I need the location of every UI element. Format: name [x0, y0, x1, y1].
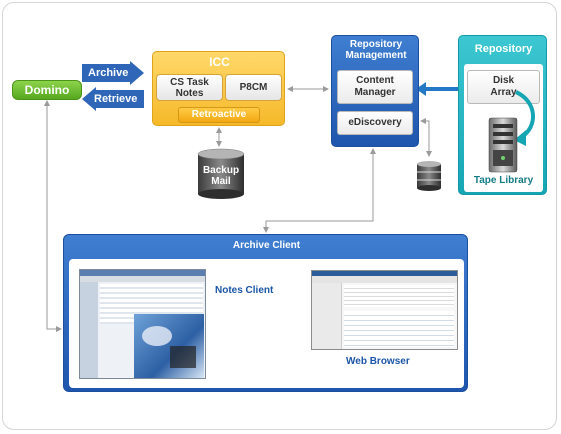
disk-to-tape-arrow: [514, 90, 535, 146]
backup-mail-database-icon: [197, 148, 245, 199]
ediscovery-to-db-line: [420, 118, 432, 157]
notes-client-label: Notes Client: [215, 285, 274, 296]
domino-to-archive-client-line: [44, 100, 62, 332]
archive-client-title: Archive Client: [232, 240, 301, 251]
repository-management-box: Repository Management Content Manager eD…: [331, 35, 419, 147]
ediscovery-database-icon: [417, 161, 441, 191]
notes-client-screenshot: [79, 269, 206, 379]
repository-title: Repository: [474, 43, 533, 55]
tape-library-icon: [488, 117, 518, 173]
retrieve-arrow: [82, 87, 144, 111]
web-browser-screenshot: [311, 270, 458, 350]
ediscovery-box: eDiscovery: [337, 111, 413, 135]
archive-arrow: [82, 61, 144, 85]
web-browser-label: Web Browser: [346, 356, 410, 367]
ediscovery-to-archive-client-line: [263, 148, 376, 233]
archive-client-box: Archive Client Notes Client Web Browser: [63, 234, 468, 392]
archive-label: Archive: [88, 67, 129, 79]
repository-box: Repository Disk Array Tape Library: [458, 35, 547, 195]
icc-box: ICC CS Task Notes P8CM Retroactive: [152, 51, 285, 126]
content-manager-box: Content Manager: [337, 70, 413, 104]
archive-client-inner-panel: Notes Client Web Browser: [69, 259, 464, 388]
retroactive-box: Retroactive: [178, 107, 260, 123]
cs-task-notes-box: CS Task Notes: [156, 74, 223, 101]
backup-mail-label: Backup Mail: [202, 165, 240, 187]
icc-title: ICC: [209, 55, 230, 69]
repository-management-title: Repository Management: [345, 39, 407, 61]
p8cm-box: P8CM: [225, 74, 282, 101]
repository-inner-panel: Disk Array: [464, 64, 543, 192]
domino-label: Domino: [24, 83, 70, 97]
tape-library-label: Tape Library: [473, 175, 534, 186]
domino-box: Domino: [12, 80, 82, 100]
retrieve-label: Retrieve: [94, 93, 138, 105]
